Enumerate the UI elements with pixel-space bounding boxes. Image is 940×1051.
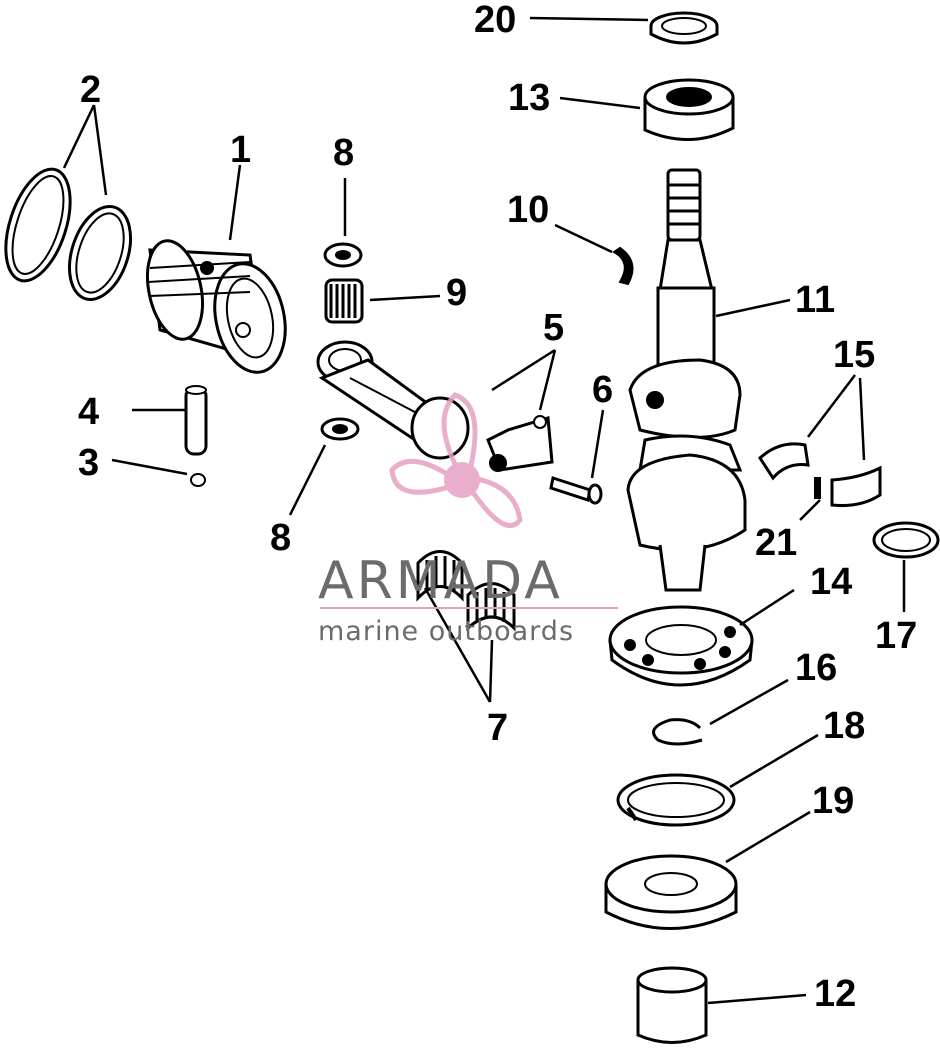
callout-21: 21 [755,522,797,564]
bearing-shells [758,442,882,507]
callout-19: 19 [812,780,854,822]
connecting-rod [316,340,554,472]
thrust-washer-top [323,242,363,268]
seal [649,11,719,45]
locating-pin [814,477,821,499]
woodruff-key [612,246,634,286]
needle-bearing [324,278,364,324]
watermark: ARMADA marine outboards [318,392,618,647]
callout-8-bottom: 8 [270,517,291,559]
callout-20: 20 [474,0,516,41]
callout-4: 4 [78,391,99,433]
piston [146,239,287,374]
callout-18: 18 [823,705,865,747]
callout-15: 15 [833,334,875,376]
rod-bolt [549,476,603,505]
callout-17: 17 [875,615,917,657]
propeller-logo [389,392,523,528]
callout-7: 7 [487,707,508,749]
watermark-tagline: marine outboards [318,616,574,647]
piston-rings [4,167,132,301]
callout-9: 9 [446,272,467,314]
watermark-brand: ARMADA [318,551,563,611]
callout-16: 16 [795,647,837,689]
callout-5: 5 [543,307,564,349]
sleeve [636,966,708,1044]
leader-lines [62,16,906,1005]
callout-8-top: 8 [333,132,354,174]
retaining-ring-17 [872,521,940,559]
thrust-washer-19 [604,854,738,930]
callout-1: 1 [230,129,251,171]
callout-11: 11 [795,279,835,321]
ball-bearing [608,605,754,687]
crankshaft [626,168,747,592]
callout-12: 12 [814,973,856,1015]
thrust-washer-bottom [320,417,360,441]
callouts: 20 13 10 11 15 2 1 8 9 5 6 4 3 8 21 14 1… [78,0,917,1015]
callout-10: 10 [507,189,549,231]
callout-6: 6 [592,369,613,411]
retaining-ring-18 [616,773,736,827]
callout-3: 3 [78,442,99,484]
snap-ring [652,718,703,746]
callout-2: 2 [80,69,101,111]
upper-bearing [643,78,735,141]
pin-retainer [190,473,206,487]
callout-14: 14 [810,561,852,603]
callout-13: 13 [508,77,550,119]
piston-pin [184,385,208,456]
